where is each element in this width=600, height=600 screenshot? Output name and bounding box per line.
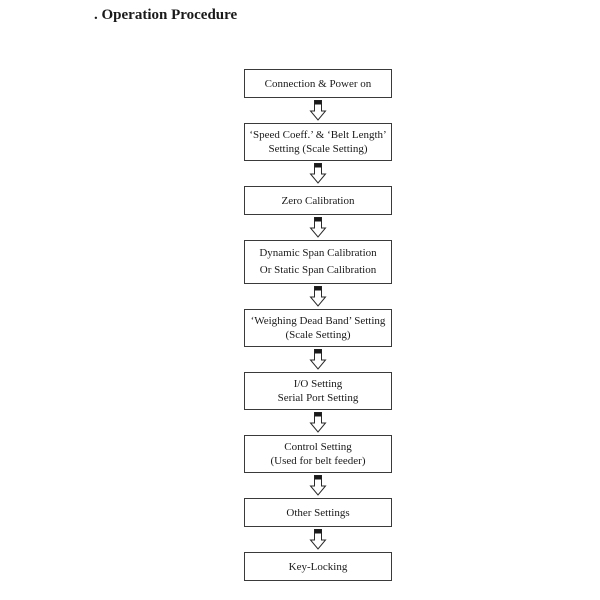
flow-node-label: Other Settings — [286, 506, 350, 519]
flow-node-label: ‘Weighing Dead Band’ Setting — [250, 315, 386, 327]
flow-node-label: Dynamic Span Calibration — [259, 247, 377, 259]
flow-node-weighing-dead-band: ‘Weighing Dead Band’ Setting (Scale Setti… — [244, 309, 392, 347]
down-arrow-glyph — [309, 412, 327, 433]
flowchart: Connection & Power on ‘Speed Coeff.’ & ‘B… — [244, 69, 392, 581]
flow-node-other-settings: Other Settings — [244, 498, 392, 527]
flow-node-label: Control Setting — [284, 441, 352, 453]
down-arrow-icon — [309, 284, 327, 309]
down-arrow-glyph — [309, 100, 327, 121]
flow-node-label: ‘Speed Coeff.’ & ‘Belt Length’ — [249, 129, 387, 141]
down-arrow-icon — [309, 527, 327, 552]
flow-node-label: Serial Port Setting — [277, 392, 359, 404]
flow-node-label: I/O Setting — [293, 378, 343, 390]
flow-node-label: (Used for belt feeder) — [270, 455, 366, 467]
flow-node-control-setting: Control Setting (Used for belt feeder) — [244, 435, 392, 473]
flow-node-label: Key-Locking — [288, 560, 348, 573]
down-arrow-glyph — [309, 286, 327, 307]
flow-node-connection-power-on: Connection & Power on — [244, 69, 392, 98]
page-title: . Operation Procedure — [94, 7, 238, 23]
down-arrow-icon — [309, 347, 327, 372]
flow-node-label: Setting (Scale Setting) — [268, 143, 368, 155]
down-arrow-glyph — [309, 217, 327, 238]
down-arrow-icon — [309, 410, 327, 435]
flow-node-speed-coeff-belt-length: ‘Speed Coeff.’ & ‘Belt Length’ Setting (S… — [244, 123, 392, 161]
flow-node-label: Zero Calibration — [281, 194, 355, 207]
flow-node-zero-calibration: Zero Calibration — [244, 186, 392, 215]
down-arrow-icon — [309, 98, 327, 123]
flow-node-span-calibration: Dynamic Span Calibration Or Static Span C… — [244, 240, 392, 284]
down-arrow-icon — [309, 161, 327, 186]
flow-node-label: Or Static Span Calibration — [259, 264, 377, 276]
flow-node-label: (Scale Setting) — [285, 329, 351, 341]
down-arrow-glyph — [309, 163, 327, 184]
flow-node-label: Connection & Power on — [264, 77, 372, 90]
flow-node-key-locking: Key-Locking — [244, 552, 392, 581]
down-arrow-glyph — [309, 529, 327, 550]
down-arrow-icon — [309, 473, 327, 498]
down-arrow-glyph — [309, 475, 327, 496]
down-arrow-glyph — [309, 349, 327, 370]
down-arrow-icon — [309, 215, 327, 240]
